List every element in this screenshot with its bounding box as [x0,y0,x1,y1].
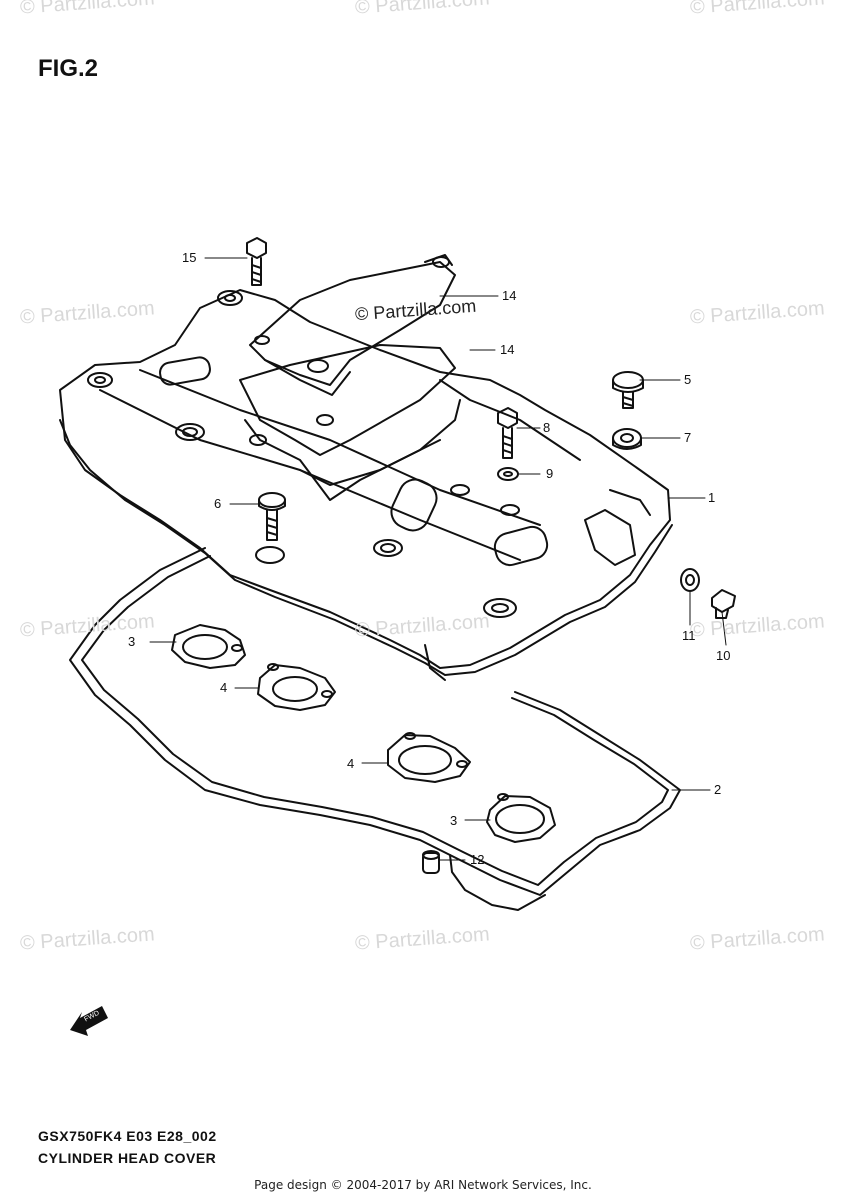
callout-15: 15 [182,250,197,265]
leader-lines [149,257,727,861]
cylinder-head-cover [59,289,673,681]
part-4-gasket-lower [387,732,471,783]
callout-2: 2 [714,782,722,797]
callout-10: 10 [716,648,731,663]
part-6-bolt [258,492,286,541]
callout-14: 14 [500,342,515,357]
callout-5: 5 [684,372,692,387]
figure-title: FIG.2 [38,55,99,82]
callout-11: 11 [682,628,696,643]
callout-6: 6 [214,496,222,511]
part-3-seal-lower [486,793,556,843]
callout-7: 7 [684,430,692,445]
callout-14: 14 [502,288,517,303]
part-11-washer [680,568,700,592]
model-code: GSX750FK4 E03 E28_002 [38,1128,217,1144]
part-15-bolt [246,237,267,286]
callout-1: 1 [708,490,716,505]
head-cover-gasket [69,547,681,911]
diagram-name: CYLINDER HEAD COVER [38,1150,217,1166]
callout-3: 3 [128,634,136,649]
callout-12: 12 [470,852,485,867]
callout-9: 9 [546,466,554,481]
copyright-footer: Page design © 2004-2017 by ARI Network S… [254,1178,592,1192]
callout-4: 4 [347,756,355,771]
part-5-bolt [612,371,644,409]
part-12-dowel [422,850,440,874]
callout-4: 4 [220,680,228,695]
breather-cover [239,254,461,501]
part-4-gasket-upper [257,663,336,711]
callout-8: 8 [543,420,551,435]
part-10-plug [711,589,736,619]
part-7-grommet [612,428,642,450]
part-8-bolt [497,407,518,459]
part-3-seal-upper [171,624,246,669]
callout-3: 3 [450,813,458,828]
fwd-arrow-icon [70,1006,108,1036]
part-9-washer [497,467,519,481]
